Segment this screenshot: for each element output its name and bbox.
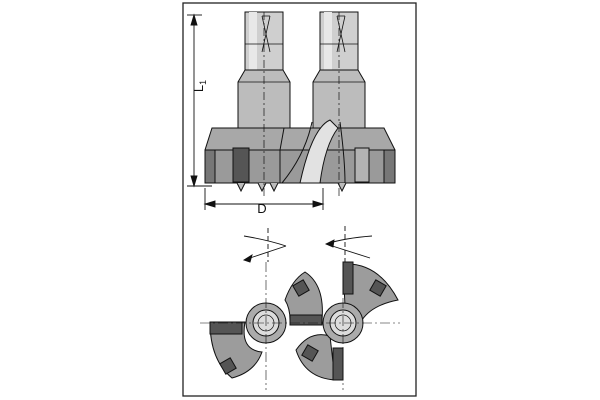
left-cutter-bottom [209,271,323,379]
length-dimension [187,13,212,188]
right-rotation-arrow [324,226,373,262]
length-label-text: L [191,85,206,92]
right-cutter-head [269,119,396,193]
length-label-subscript: 1 [198,80,208,85]
diameter-dimension [203,188,325,210]
svg-text:L1: L1 [191,80,208,92]
length-dimension-label: L1 [191,80,208,92]
side-view [204,11,396,198]
diameter-label: D [257,201,266,216]
left-cutter-head [204,127,301,193]
bottom-view [200,226,400,390]
left-rotation-arrow [242,228,287,263]
